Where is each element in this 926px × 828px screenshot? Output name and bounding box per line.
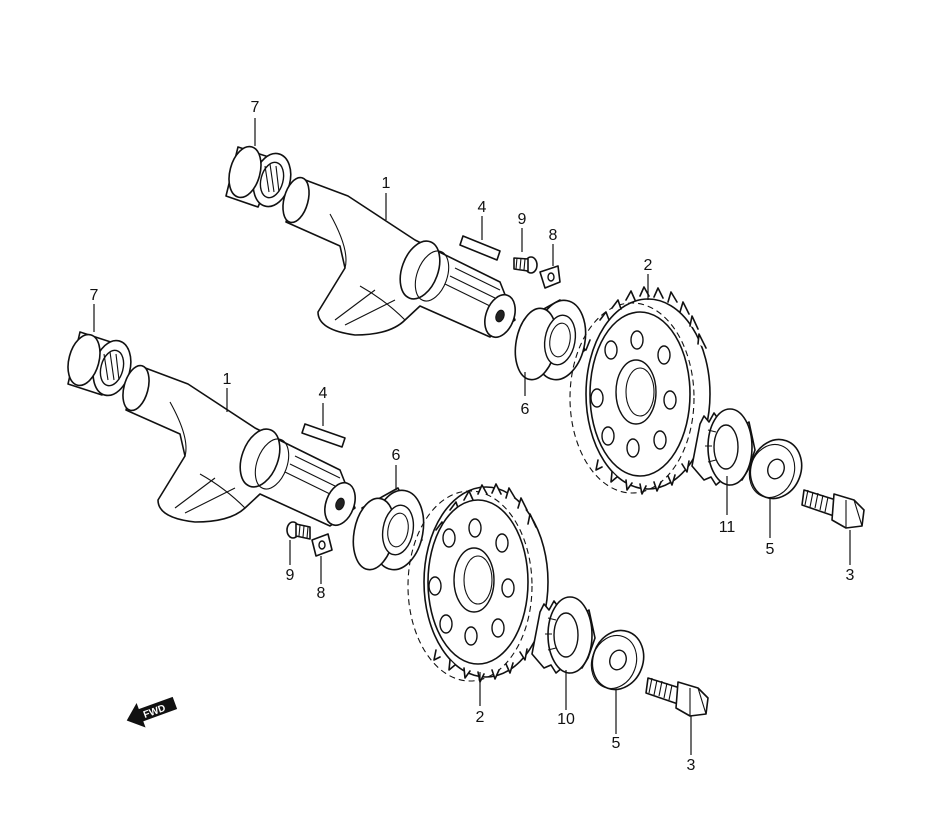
lower-screw <box>286 521 311 540</box>
forward-direction-arrow: FWD <box>126 696 178 728</box>
callout-lower-3: 3 <box>687 757 696 774</box>
fwd-label: FWD <box>142 703 167 721</box>
callout-upper-5: 5 <box>766 541 775 558</box>
lower-ball-bearing <box>352 487 425 571</box>
lower-leader-lines <box>93 304 692 755</box>
lower-washer <box>590 629 645 691</box>
upper-lock-washer <box>539 265 561 289</box>
upper-needle-bearing <box>225 145 292 208</box>
lower-lock-washer <box>311 533 333 557</box>
callout-lower-8: 8 <box>317 585 326 602</box>
callout-lower-4: 4 <box>319 385 328 402</box>
lower-small-gear <box>531 596 596 674</box>
callout-lower-5: 5 <box>612 735 621 752</box>
upper-small-gear <box>691 408 756 486</box>
callout-upper-1: 1 <box>382 175 391 192</box>
lower-needle-bearing <box>67 331 132 397</box>
lower-bolt <box>645 677 709 717</box>
upper-washer <box>748 438 803 500</box>
lower-assembly <box>67 304 709 755</box>
callout-upper-6: 6 <box>521 401 530 418</box>
callout-upper-3: 3 <box>846 567 855 584</box>
upper-key <box>459 235 501 261</box>
lower-balancer-shaft <box>122 364 356 527</box>
upper-leader-lines <box>254 118 851 565</box>
lower-driven-gear <box>407 483 549 683</box>
callout-lower-2: 2 <box>476 709 485 726</box>
callout-lower-6: 6 <box>392 447 401 464</box>
upper-screw <box>513 256 538 274</box>
upper-assembly <box>225 118 865 565</box>
callout-upper-2: 2 <box>644 257 653 274</box>
upper-bolt <box>801 489 865 529</box>
callout-lower-7: 7 <box>90 287 99 304</box>
callout-lower-1: 1 <box>223 371 232 388</box>
callout-upper-9: 9 <box>518 211 527 228</box>
upper-driven-gear <box>569 286 711 495</box>
callout-lower-9: 9 <box>286 567 295 584</box>
callout-upper-7: 7 <box>251 99 260 116</box>
callout-upper-11: 11 <box>719 519 736 536</box>
callout-labels: 7 1 4 9 8 2 6 11 5 3 7 1 4 6 9 8 2 10 5 … <box>90 99 855 774</box>
upper-ball-bearing <box>514 299 587 381</box>
callout-lower-10: 10 <box>557 711 575 728</box>
callout-upper-8: 8 <box>549 227 558 244</box>
lower-key <box>301 423 346 448</box>
upper-balancer-shaft <box>282 176 516 339</box>
callout-upper-4: 4 <box>478 199 487 216</box>
